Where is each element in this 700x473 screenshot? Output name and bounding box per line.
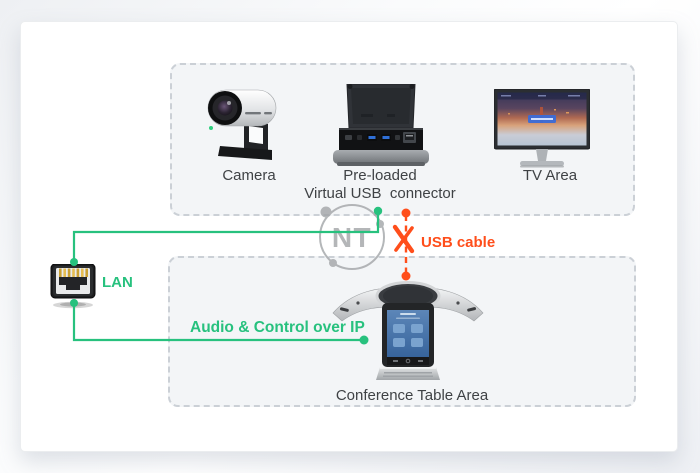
usb-cable-label: USB cable [421, 234, 496, 251]
lan-port-icon [50, 264, 96, 309]
lan-label: LAN [102, 274, 133, 291]
conference-phone-icon [332, 281, 484, 380]
tv-device-icon [494, 89, 590, 168]
connector-label-line2: Virtual USB connector [304, 185, 456, 202]
connector-label-line1: Pre-loaded [343, 167, 417, 184]
audio-control-over-ip-label: Audio & Control over IP [190, 319, 365, 336]
tv-area-label: TV Area [522, 167, 578, 184]
camera-device-icon [207, 89, 277, 160]
camera-label: Camera [222, 167, 276, 184]
conference-table-label: Conference Table Area [335, 387, 489, 404]
usb-connector-device-icon [333, 84, 429, 166]
